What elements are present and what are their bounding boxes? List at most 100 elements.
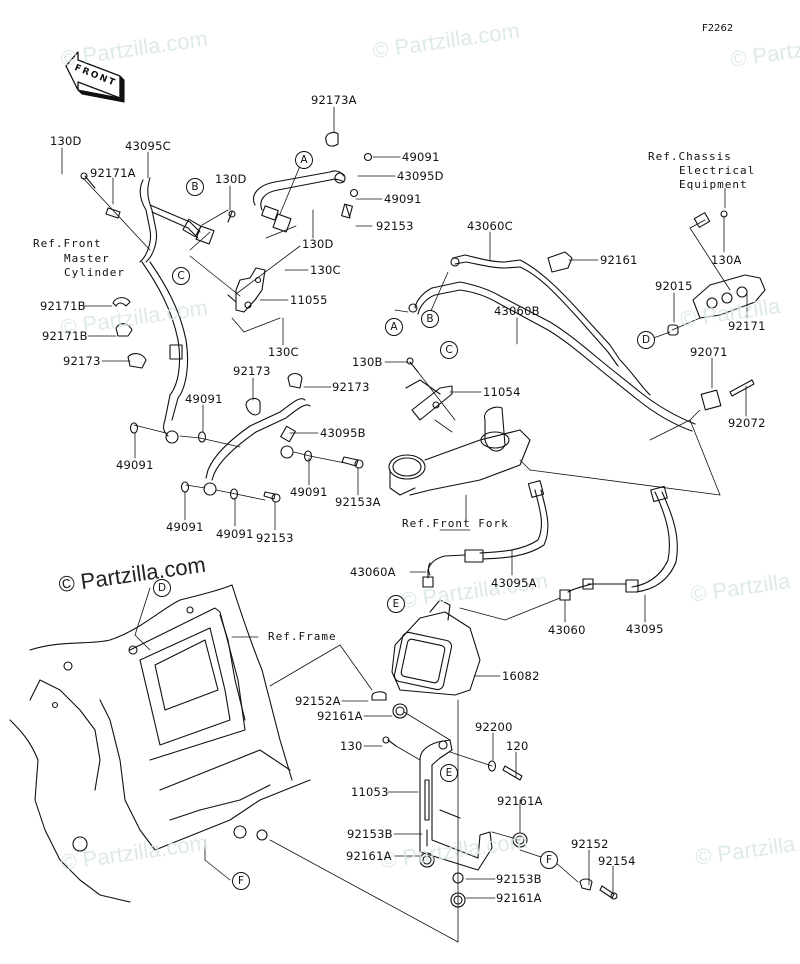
part-label[interactable]: 92161A [346, 849, 392, 863]
washers-49091 [129, 422, 313, 500]
part-label[interactable]: 11053 [351, 785, 389, 799]
part-label[interactable]: 49091 [402, 150, 440, 164]
part-label[interactable]: 92171B [40, 299, 86, 313]
hose-left-lower [141, 261, 189, 444]
ref-chassis-electrical-2: Electrical [679, 164, 756, 177]
part-label[interactable]: 49091 [384, 192, 422, 206]
part-label[interactable]: 130C [310, 263, 341, 277]
callout-c: C [440, 341, 458, 359]
hose-43095b [203, 398, 311, 496]
part-label[interactable]: 92173A [311, 93, 357, 107]
part-label[interactable]: 92200 [475, 720, 513, 734]
brake-line-43060b [450, 254, 651, 396]
part-label[interactable]: 92161A [496, 891, 542, 905]
part-label[interactable]: 92161 [600, 253, 638, 267]
part-label[interactable]: 49091 [185, 392, 223, 406]
leader-lines [82, 165, 346, 501]
hose-43095a [422, 480, 549, 588]
part-label[interactable]: 92152A [295, 694, 341, 708]
frame-ref [9, 584, 459, 943]
part-label[interactable]: 92015 [655, 279, 693, 293]
part-label[interactable]: 92171B [42, 329, 88, 343]
part-label[interactable]: 43095A [491, 576, 537, 590]
part-label[interactable]: 11055 [290, 293, 328, 307]
ref-front-master-cylinder-2: Master [64, 252, 110, 265]
callout-b: B [421, 310, 439, 328]
part-label[interactable]: 49091 [216, 527, 254, 541]
callout-b: B [186, 178, 204, 196]
part-label[interactable]: 92153 [256, 531, 294, 545]
part-label[interactable]: 130B [352, 355, 383, 369]
callout-c: C [172, 267, 190, 285]
part-label[interactable]: 49091 [166, 520, 204, 534]
callout-e: E [440, 764, 458, 782]
ref-frame: Ref.Frame [268, 630, 337, 643]
bracket-11055 [227, 267, 266, 313]
hose-43095c [139, 177, 215, 263]
part-label[interactable]: 92072 [728, 416, 766, 430]
part-label[interactable]: 49091 [290, 485, 328, 499]
abs-unit-16082 [391, 597, 561, 943]
ref-chassis-electrical-3: Equipment [679, 178, 748, 191]
part-label[interactable]: 92152 [571, 837, 609, 851]
ref-front-fork: Ref.Front Fork [402, 517, 509, 530]
figure-id: F2262 [702, 23, 734, 34]
clamps-92173 [112, 131, 339, 416]
part-label[interactable]: 92153 [376, 219, 414, 233]
bracket-11053 [419, 739, 493, 871]
clip-92072 [729, 379, 755, 397]
callout-d: D [153, 579, 171, 597]
part-label[interactable]: 49091 [116, 458, 154, 472]
part-label[interactable]: 92161A [317, 709, 363, 723]
part-label[interactable]: 92071 [690, 345, 728, 359]
part-label[interactable]: 92154 [598, 854, 636, 868]
part-label[interactable]: 43060C [467, 219, 513, 233]
part-label[interactable]: 92173 [63, 354, 101, 368]
part-label[interactable]: 92171 [728, 319, 766, 333]
brake-line-43060c [408, 281, 696, 432]
part-label[interactable]: 43060B [494, 304, 540, 318]
part-label[interactable]: 43095B [320, 426, 366, 440]
callout-a: A [295, 151, 313, 169]
part-label[interactable]: 11054 [483, 385, 521, 399]
mounting-hardware [371, 691, 618, 908]
label-leaders [61, 106, 748, 899]
callout-a: A [385, 318, 403, 336]
front-fork-ref [388, 406, 531, 496]
callout-d: D [637, 331, 655, 349]
part-label[interactable]: 92161A [497, 794, 543, 808]
bracket-11054 [405, 357, 456, 433]
part-label[interactable]: 92173 [332, 380, 370, 394]
part-label[interactable]: 43060 [548, 623, 586, 637]
part-label[interactable]: 92153A [335, 495, 381, 509]
part-label[interactable]: 120 [506, 739, 529, 753]
part-label[interactable]: 130D [215, 172, 247, 186]
hose-43095d [253, 152, 373, 233]
part-label[interactable]: 130 [340, 739, 363, 753]
clip-92161 [547, 251, 573, 273]
ref-front-master-cylinder-3: Cylinder [64, 266, 125, 279]
bolts-banjo [80, 172, 364, 503]
callout-f: F [232, 872, 250, 890]
part-label[interactable]: 130D [302, 237, 334, 251]
part-label[interactable]: 92153B [496, 872, 542, 886]
part-label[interactable]: 130D [50, 134, 82, 148]
part-label[interactable]: 92171A [90, 166, 136, 180]
part-label[interactable]: 43095D [397, 169, 444, 183]
part-label[interactable]: 43095 [626, 622, 664, 636]
hose-43095 [559, 485, 678, 601]
part-label[interactable]: 43095C [125, 139, 171, 153]
front-arrow-icon [65, 51, 125, 103]
part-label[interactable]: 16082 [502, 669, 540, 683]
part-label[interactable]: 130C [268, 345, 299, 359]
part-label[interactable]: 43060A [350, 565, 396, 579]
grommet-92071 [700, 389, 722, 411]
callout-f: F [540, 851, 558, 869]
part-label[interactable]: 130A [711, 253, 742, 267]
ref-chassis-electrical-1: Ref.Chassis [648, 150, 732, 163]
part-label[interactable]: 92173 [233, 364, 271, 378]
callout-e: E [387, 595, 405, 613]
part-label[interactable]: 92153B [347, 827, 393, 841]
bracket-92171 [667, 210, 766, 336]
